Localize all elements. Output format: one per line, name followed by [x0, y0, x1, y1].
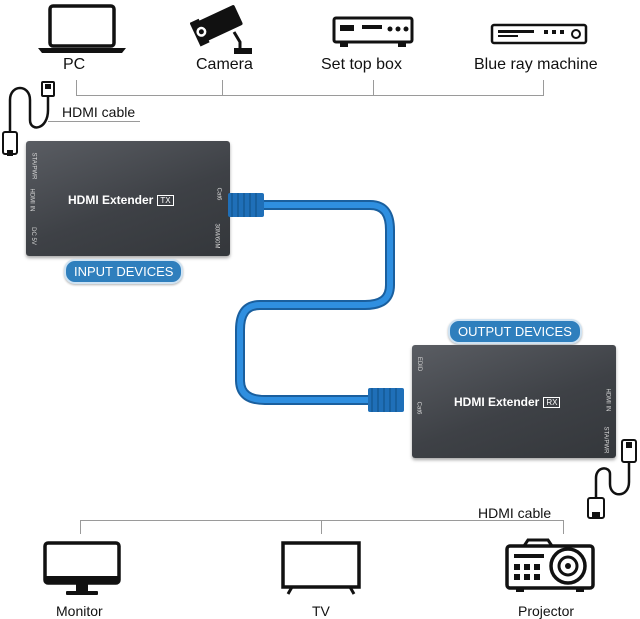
input-cable-label: HDMI cable: [62, 104, 136, 120]
top-drop-blu-ray: [543, 80, 544, 95]
hdmi-cable-output-icon: [570, 438, 640, 522]
tx-tag: TX: [157, 195, 174, 206]
projector-icon: [504, 536, 596, 594]
tx-title-text: HDMI Extender: [68, 193, 154, 207]
source-label-set-top-box: Set top box: [321, 56, 402, 73]
camera-icon: [190, 2, 262, 58]
tx-port-sta-pwr: STA/PWR: [30, 152, 37, 180]
bottom-bus-line: [80, 520, 564, 521]
output-label-monitor: Monitor: [56, 603, 103, 619]
tv-icon: [280, 540, 362, 596]
output-label-tv: TV: [312, 603, 330, 619]
top-drop-set-top-box: [373, 80, 374, 95]
tx-port-30m-60m: 30M/60M: [213, 223, 220, 249]
monitor-icon: [42, 540, 122, 598]
rx-port-edid: EDID: [416, 356, 423, 372]
hdmi-cable-input-icon: [0, 80, 64, 160]
rx-tag: RX: [543, 397, 561, 408]
bottom-drop-tv: [321, 520, 322, 534]
output-label-projector: Projector: [518, 603, 575, 619]
output-devices-label: OUTPUT DEVICES: [448, 319, 582, 344]
bottom-drop-projector: [563, 520, 564, 534]
source-label-blu-ray: Blue ray machine: [474, 56, 598, 73]
top-bus-line: [76, 95, 544, 96]
output-cable-label: HDMI cable: [478, 505, 552, 521]
tx-port-hdmi-in: HDMI IN: [28, 188, 35, 212]
source-label-camera: Camera: [196, 56, 253, 73]
input-devices-label: INPUT DEVICES: [64, 259, 184, 284]
top-drop-pc: [76, 80, 77, 95]
blu-ray-player-icon: [490, 22, 588, 48]
laptop-icon: [36, 2, 128, 54]
cat6-network-cable: [228, 193, 404, 412]
top-drop-camera: [222, 80, 223, 95]
bottom-drop-monitor: [80, 520, 81, 534]
input-cable-pointer: [48, 121, 140, 122]
rx-port-hdmi-in: HDMI IN: [604, 388, 611, 412]
tx-port-dc-5v: DC 5V: [29, 227, 36, 245]
rx-title-text: HDMI Extender: [454, 395, 540, 409]
source-label-pc: PC: [63, 56, 86, 73]
set-top-box-icon: [332, 14, 414, 50]
rx-port-cat6: Cat6: [415, 401, 422, 415]
